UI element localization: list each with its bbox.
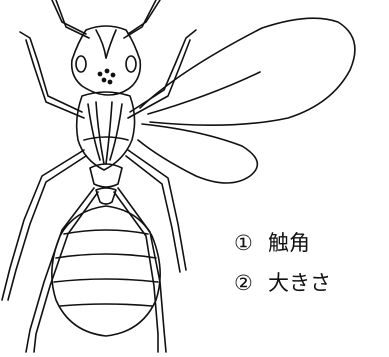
- legend-number: ②: [234, 268, 268, 298]
- hindwing: [138, 124, 257, 183]
- head: [72, 26, 141, 95]
- antenna-right: [128, 0, 160, 34]
- thorax: [77, 92, 135, 204]
- antennae: [52, 0, 160, 38]
- abdomen: [52, 206, 160, 336]
- legend-text: 触角: [268, 228, 310, 258]
- forewing-vein: [148, 72, 260, 114]
- legend-number: ①: [234, 228, 268, 258]
- legend-item-2: ② 大きさ: [234, 268, 331, 298]
- antenna-right-inner: [124, 0, 156, 38]
- legend-item-1: ① 触角: [234, 228, 310, 258]
- wings: [138, 18, 355, 183]
- legend-text: 大きさ: [268, 268, 331, 298]
